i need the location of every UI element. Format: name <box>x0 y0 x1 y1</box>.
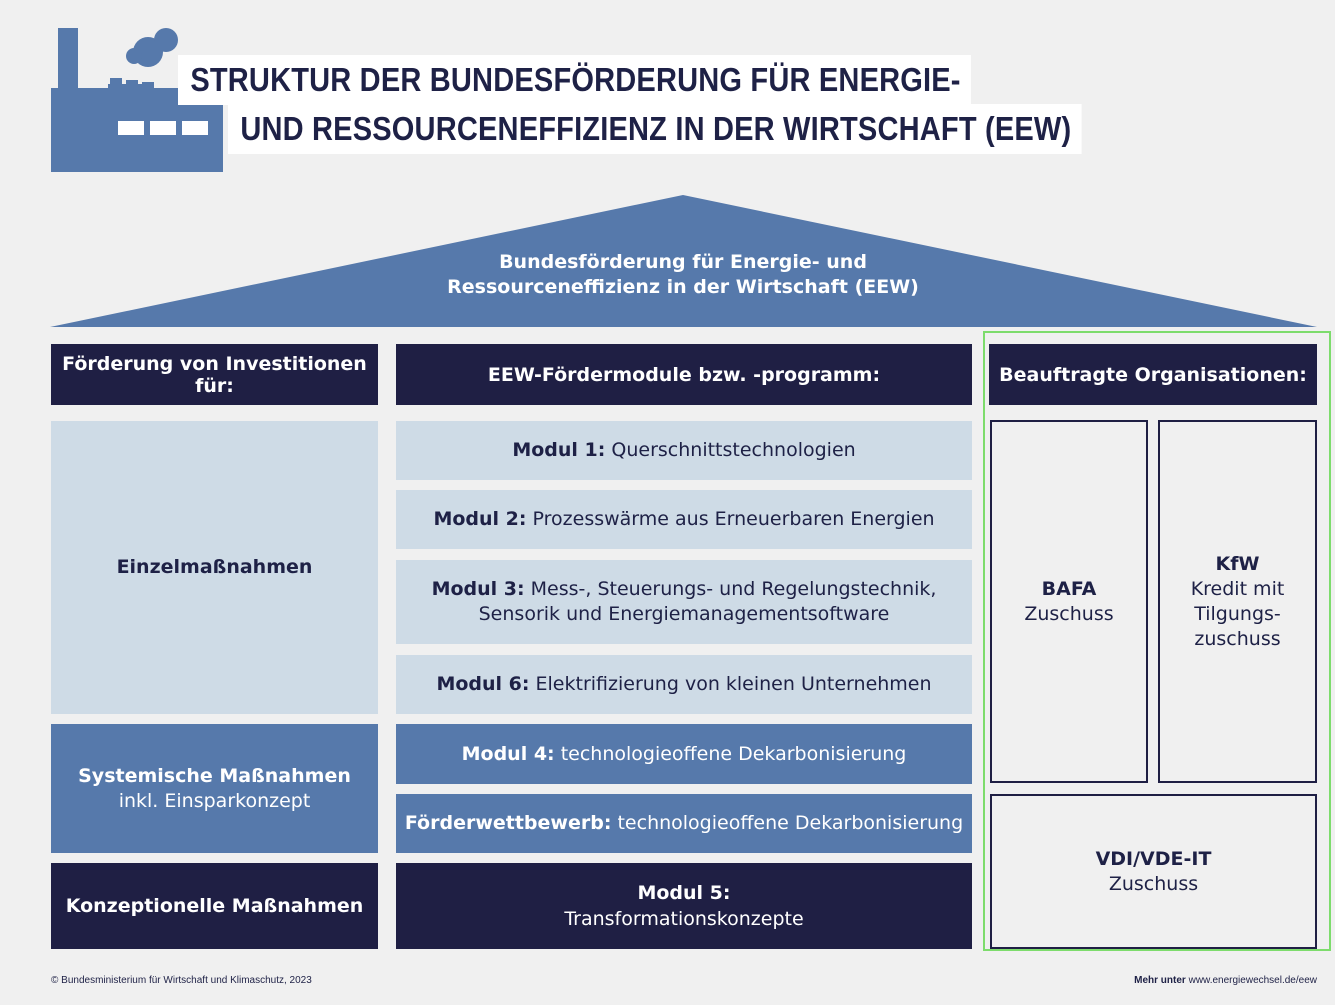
more-info-url[interactable]: www.energiewechsel.de/eew <box>1185 975 1317 986</box>
modul-5-label: Modul 5: <box>637 882 731 904</box>
copyright-text: © Bundesministerium für Wirtschaft und K… <box>51 975 312 986</box>
roof-label-line-1: Bundesförderung für Energie- und <box>499 251 867 273</box>
bafa-name: BAFA <box>1041 577 1097 600</box>
modul-2-box: Modul 2: Prozesswärme aus Erneuerbaren E… <box>396 490 972 549</box>
kfw-sub-line-1: Kredit mit <box>1190 577 1285 600</box>
roof-label: Bundesförderung für Energie- und Ressour… <box>383 250 983 300</box>
modul-3-text: Mess-, Steuerungs- und Regelungstechnik, <box>524 578 937 600</box>
modul-5-text: Transformationskonzepte <box>564 908 804 930</box>
factory-icon <box>51 28 223 172</box>
kfw-sub-line-3: zuschuss <box>1194 627 1281 650</box>
more-info: Mehr unter www.energiewechsel.de/eew <box>1134 975 1317 986</box>
foerderwettbewerb-box: Förderwettbewerb: technologieoffene Deka… <box>396 794 972 853</box>
left-column-header: Förderung von Investitionen für: <box>51 344 378 405</box>
konzeptionelle-massnahmen-box: Konzeptionelle Maßnahmen <box>51 863 378 949</box>
systemische-title: Systemische Maßnahmen <box>78 764 351 787</box>
middle-column-header: EEW-Fördermodule bzw. -programm: <box>396 344 972 405</box>
systemische-sub: inkl. Einsparkonzept <box>118 789 311 812</box>
einzelmassnahmen-box: Einzelmaßnahmen <box>51 421 378 714</box>
modul-5-box: Modul 5: Transformationskonzepte <box>396 863 972 949</box>
einzelmassnahmen-label: Einzelmaßnahmen <box>116 556 313 578</box>
modul-3-text-line-2: Sensorik und Energiemanagementsoftware <box>478 603 890 625</box>
organizations-highlight-frame <box>983 331 1331 951</box>
more-info-prefix: Mehr unter <box>1134 975 1186 986</box>
right-column-header: Beauftragte Organisationen: <box>989 344 1317 405</box>
foerderwettbewerb-text: technologieoffene Dekarbonisierung <box>611 812 964 834</box>
roof-triangle <box>50 195 1317 327</box>
modul-2-text: Prozesswärme aus Erneuerbaren Energien <box>526 508 935 530</box>
foerderwettbewerb-label: Förderwettbewerb: <box>404 812 612 834</box>
modul-4-text: technologieoffene Dekarbonisierung <box>554 742 907 765</box>
bafa-box: BAFA Zuschuss <box>990 420 1148 783</box>
title-line-1: STRUKTUR DER BUNDESFÖRDERUNG FÜR ENERGIE… <box>178 55 972 105</box>
modul-3-box: Modul 3: Mess-, Steuerungs- und Regelung… <box>396 560 972 644</box>
modul-4-box: Modul 4: technologieoffene Dekarbonisier… <box>396 724 972 784</box>
modul-6-text: Elektrifizierung von kleinen Unternehmen <box>529 673 932 695</box>
kfw-sub-line-2: Tilgungs- <box>1194 602 1281 625</box>
modul-6-box: Modul 6: Elektrifizierung von kleinen Un… <box>396 655 972 714</box>
konzeptionelle-label: Konzeptionelle Maßnahmen <box>65 895 364 917</box>
modul-2-label: Modul 2: <box>433 508 527 530</box>
modul-4-label: Modul 4: <box>461 742 555 765</box>
bafa-sub: Zuschuss <box>1024 602 1114 625</box>
modul-1-label: Modul 1: <box>512 439 606 461</box>
modul-1-box: Modul 1: Querschnittstechnologien <box>396 421 972 480</box>
vdi-vde-it-box: VDI/VDE-IT Zuschuss <box>990 794 1317 949</box>
vdi-sub: Zuschuss <box>1108 872 1199 895</box>
systemische-massnahmen-box: Systemische Maßnahmen inkl. Einsparkonze… <box>51 724 378 853</box>
kfw-name: KfW <box>1215 552 1260 575</box>
roof-label-line-2: Ressourceneffizienz in der Wirtschaft (E… <box>447 276 919 298</box>
modul-1-text: Querschnittstechnologien <box>605 439 856 461</box>
kfw-box: KfW Kredit mit Tilgungs- zuschuss <box>1158 420 1317 783</box>
title-line-2: UND RESSOURCENEFFIZIENZ IN DER WIRTSCHAF… <box>228 104 1082 154</box>
vdi-name: VDI/VDE-IT <box>1095 847 1212 870</box>
modul-6-label: Modul 6: <box>436 673 530 695</box>
modul-3-label: Modul 3: <box>431 578 525 600</box>
